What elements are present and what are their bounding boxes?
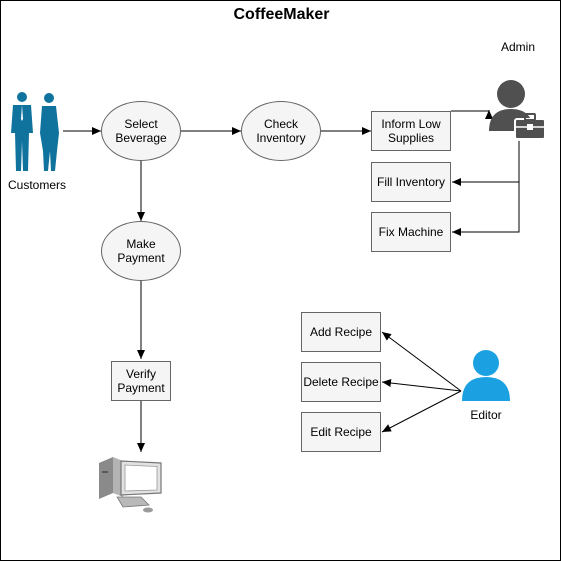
edge-admin-to-fix bbox=[452, 141, 520, 236]
edge-inform-to-admin bbox=[451, 110, 493, 119]
edge-editor-to-edit bbox=[381, 390, 462, 433]
inform-low-supplies-node[interactable]: Inform Low Supplies bbox=[371, 111, 451, 151]
diagram-title: CoffeeMaker bbox=[233, 6, 330, 23]
edit-recipe-node[interactable]: Edit Recipe bbox=[301, 412, 381, 452]
admin-toolbox-user-icon bbox=[489, 80, 546, 140]
add-recipe-node[interactable]: Add Recipe bbox=[301, 312, 381, 352]
admin-label: Admin bbox=[500, 40, 535, 54]
fill-inventory-node[interactable]: Fill Inventory bbox=[371, 162, 451, 202]
customers-people-icon bbox=[11, 92, 59, 171]
editor-user-icon bbox=[462, 350, 510, 401]
fix-machine-node[interactable]: Fix Machine bbox=[371, 212, 451, 252]
customers-label: Customers bbox=[7, 178, 66, 192]
editor-label: Editor bbox=[470, 408, 502, 422]
select-beverage-node[interactable]: Select Beverage bbox=[101, 101, 181, 161]
check-inventory-node[interactable]: Check Inventory bbox=[241, 101, 321, 161]
edge-admin-to-fill bbox=[452, 141, 520, 186]
desktop-computer-icon bbox=[99, 457, 162, 513]
verify-payment-node[interactable]: Verify Payment bbox=[111, 361, 171, 401]
make-payment-node[interactable]: Make Payment bbox=[101, 221, 181, 281]
delete-recipe-node[interactable]: Delete Recipe bbox=[301, 362, 381, 402]
edge-editor-to-delete bbox=[381, 379, 462, 392]
edge-editor-to-add bbox=[381, 331, 462, 392]
